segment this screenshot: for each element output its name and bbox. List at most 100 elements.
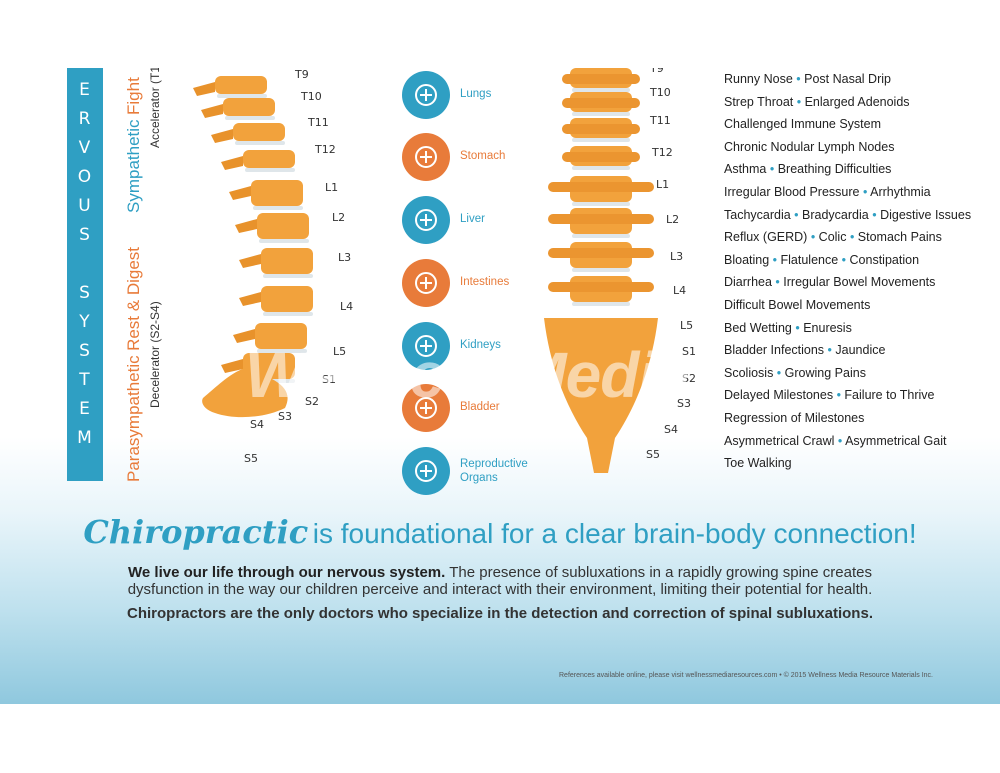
condition-row: Diarrhea • Irregular Bowel Movements xyxy=(724,275,935,289)
spinous-process xyxy=(221,156,243,170)
sympathetic-subtitle: Accelerator (T1-L xyxy=(148,68,162,148)
condition-item: Failure to Thrive xyxy=(844,388,935,403)
condition-item: Irregular Blood Pressure xyxy=(724,185,860,199)
separator-dot: • xyxy=(807,230,819,245)
disc xyxy=(572,234,630,238)
vertebra-label: L2 xyxy=(332,211,346,224)
nervous-system-letter: E xyxy=(79,399,91,419)
vertebra-label: T9 xyxy=(650,68,664,75)
condition-item: Toe Walking xyxy=(724,456,792,471)
vertebra-label: S2 xyxy=(682,372,696,385)
transverse-process xyxy=(562,124,640,134)
condition-item: Regression of Milestones xyxy=(724,411,865,425)
condition-row: Challenged Immune System xyxy=(724,117,881,131)
condition-item: Arrhythmia xyxy=(870,185,931,199)
intestines-icon xyxy=(402,259,450,307)
disc xyxy=(572,112,630,116)
spinous-process xyxy=(221,359,243,373)
nervous-system-letter: S xyxy=(79,283,91,303)
vertebra xyxy=(243,150,295,168)
vertebra-label: L4 xyxy=(673,284,687,297)
condition-item: Digestive Issues xyxy=(880,207,972,222)
references-note: References available online, please visi… xyxy=(559,672,933,679)
spinous-process xyxy=(201,104,223,118)
spinous-process xyxy=(211,129,233,143)
condition-item: Bladder Infections xyxy=(724,343,825,358)
condition-item: Breathing Difficulties xyxy=(777,162,892,177)
vertebra-label: S1 xyxy=(322,373,336,386)
vertebra-label: L1 xyxy=(325,181,339,194)
disc xyxy=(253,206,303,210)
separator-dot: • xyxy=(771,275,784,290)
reproductive-organs-icon xyxy=(402,447,450,495)
vertebra-label: L4 xyxy=(340,300,354,313)
vertebra-label: T10 xyxy=(301,90,322,103)
condition-row: Toe Walking xyxy=(724,456,792,470)
condition-item: Runny Nose xyxy=(724,72,793,86)
condition-item: Post Nasal Drip xyxy=(804,72,891,86)
condition-item: Jaundice xyxy=(835,343,886,358)
watermark: WellnessMedia xyxy=(245,339,691,411)
condition-item: Chronic Nodular Lymph Nodes xyxy=(724,139,895,154)
disc xyxy=(263,274,313,278)
vertebra-label: S5 xyxy=(244,452,258,465)
intro-line2: dysfunction in the way our children perc… xyxy=(127,581,873,598)
sacrum xyxy=(202,368,288,418)
disc xyxy=(572,166,630,170)
nervous-system-letter: Y xyxy=(79,312,91,332)
nervous-system-letter: R xyxy=(78,109,92,129)
organ-name: Stomach xyxy=(460,150,506,162)
headline-rest: is foundational for a clear brain-body c… xyxy=(312,518,917,549)
disc xyxy=(572,88,630,92)
separator-dot: • xyxy=(790,207,803,222)
vertebra-label: T12 xyxy=(652,146,673,159)
condition-row: Difficult Bowel Movements xyxy=(724,298,870,312)
spine-side-view xyxy=(193,76,313,418)
parasympathetic-subtitle: Decelerator (S2-S4) xyxy=(148,301,162,408)
condition-item: Tachycardia xyxy=(724,207,791,222)
condition-row: Bladder Infections • Jaundice xyxy=(724,343,885,357)
condition-item: Scoliosis xyxy=(724,365,774,380)
parasympathetic-label: Parasympathetic Rest & Digest xyxy=(124,246,143,482)
separator-dot: • xyxy=(793,94,805,109)
condition-item: Colic xyxy=(818,230,847,245)
vertebra-label: T11 xyxy=(308,116,329,129)
organ-item: Stomach xyxy=(402,133,582,181)
condition-item: Bloating xyxy=(724,252,770,267)
separator-dot: • xyxy=(824,343,836,358)
condition-item: Irregular Bowel Movements xyxy=(783,275,936,290)
nervous-system-letter: E xyxy=(79,80,91,100)
vertebra xyxy=(255,323,307,349)
condition-item: Difficult Bowel Movements xyxy=(724,298,871,312)
condition-row: Reflux (GERD) • Colic • Stomach Pains xyxy=(724,230,942,244)
vertebra xyxy=(261,286,313,312)
vertebra xyxy=(261,248,313,274)
disc xyxy=(259,239,309,243)
spinous-process xyxy=(235,219,257,233)
spine-front-view xyxy=(544,68,658,473)
organ-name: Lungs xyxy=(460,88,492,100)
disc xyxy=(245,168,295,172)
stomach-icon xyxy=(402,133,450,181)
vertebra-label: L3 xyxy=(670,250,684,263)
headline-script: Chiropractic xyxy=(83,513,309,551)
vertebra-label: S3 xyxy=(278,410,292,423)
vertebra-label: S1 xyxy=(682,345,696,358)
vertebra xyxy=(257,213,309,239)
vertebra xyxy=(215,76,267,94)
vertebra xyxy=(233,123,285,141)
condition-row: Bloating • Flatulence • Constipation xyxy=(724,253,919,267)
disc xyxy=(263,312,313,316)
spinous-process xyxy=(193,82,215,96)
vertebra-label: S4 xyxy=(664,423,678,436)
vertebra xyxy=(223,98,275,116)
nervous-system-letter: S xyxy=(79,341,91,361)
sacrum xyxy=(544,318,658,473)
condition-item: Stomach Pains xyxy=(857,230,942,245)
intro-paragraph: We live our life through our nervous sys… xyxy=(60,564,940,598)
vertebra-label: T12 xyxy=(315,143,336,156)
liver-icon xyxy=(402,196,450,244)
organ-name: Kidneys xyxy=(460,339,501,351)
